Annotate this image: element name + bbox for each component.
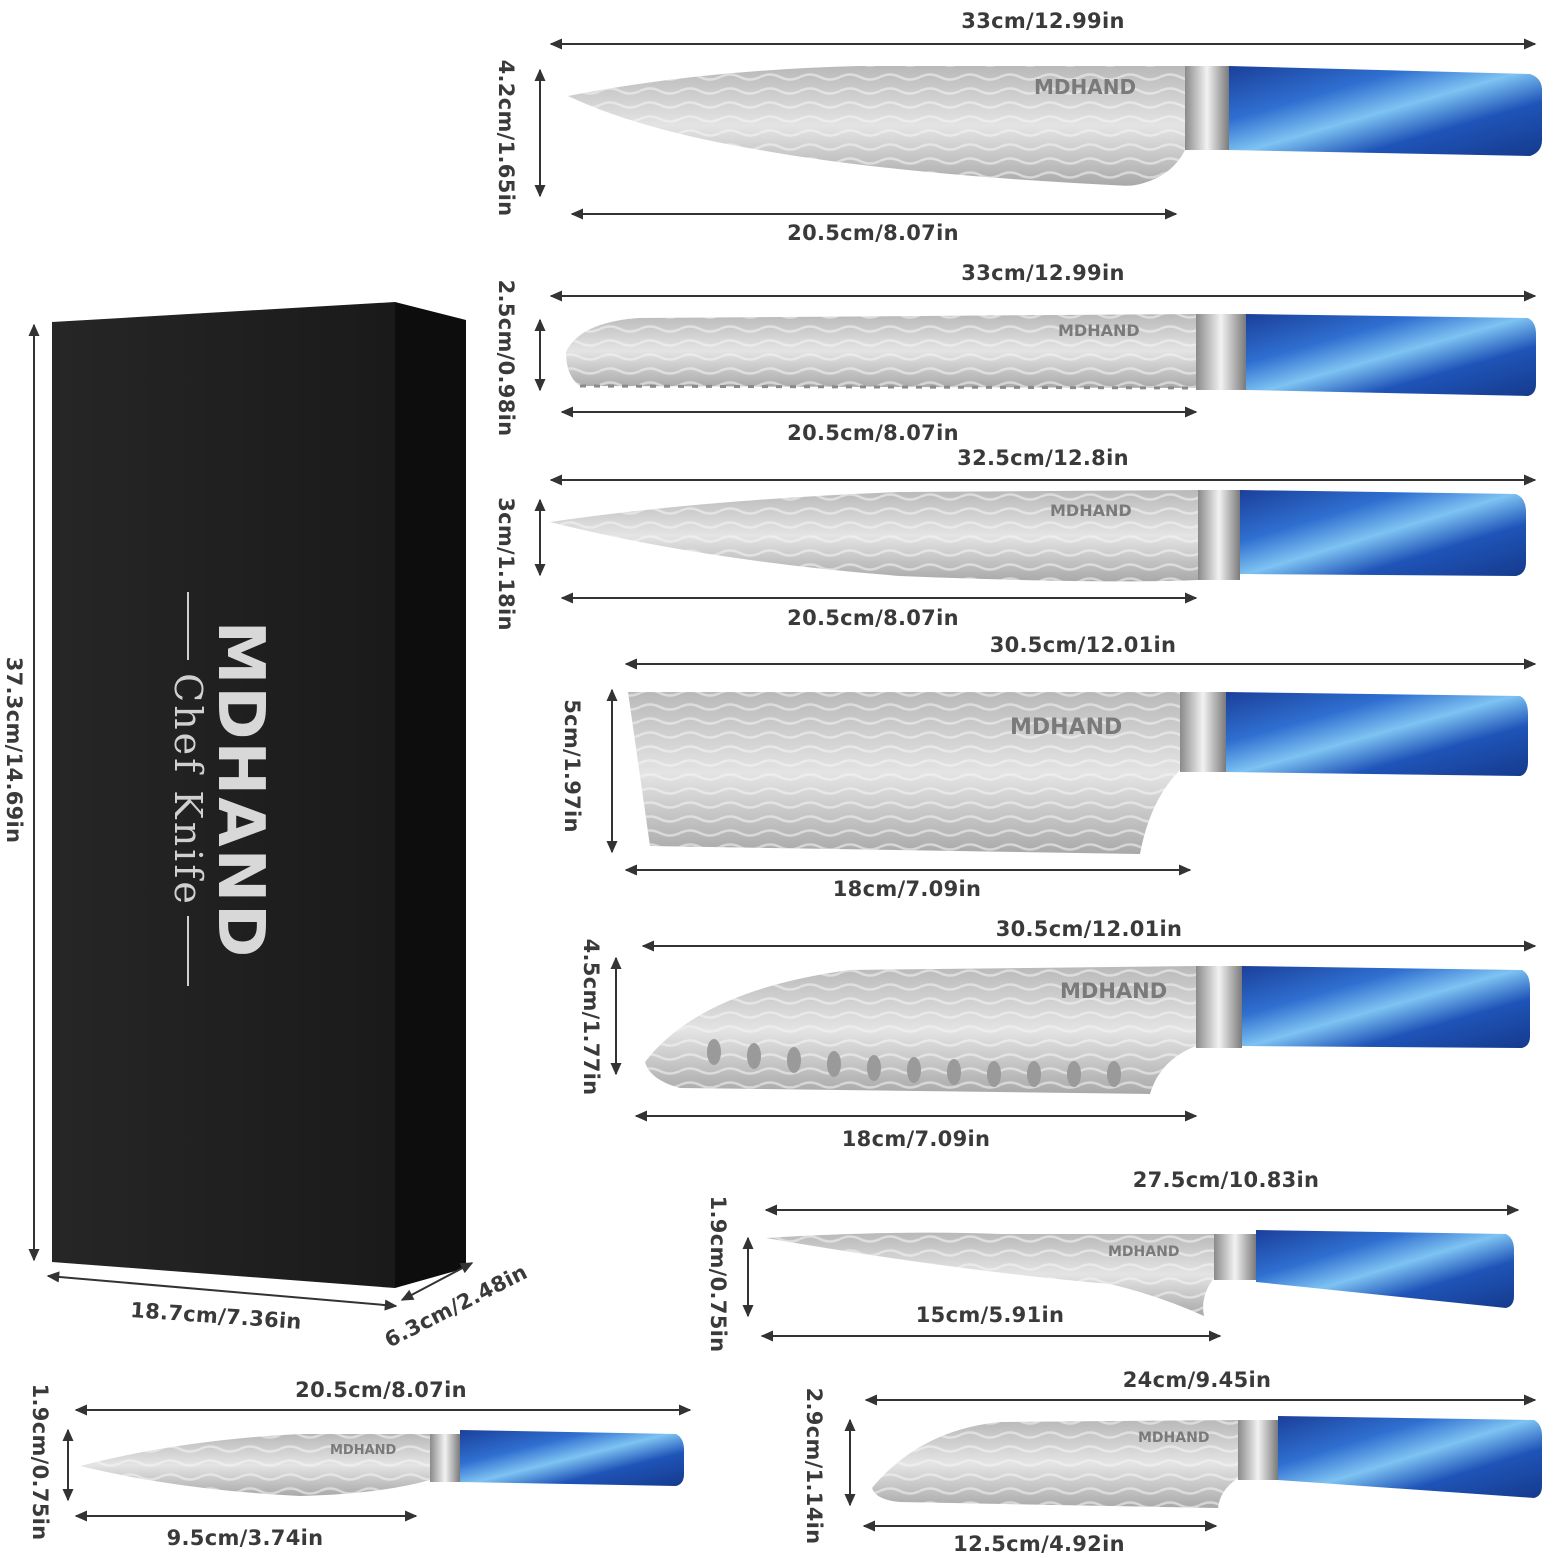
knife-nakiri	[628, 692, 1528, 854]
box-subtitle: Chef Knife	[166, 673, 210, 907]
gift-box	[52, 302, 466, 1288]
knife-1-total-label: 33cm/12.99in	[961, 9, 1125, 33]
knife-boning	[766, 1230, 1514, 1316]
knife-3-blade-label: 20.5cm/8.07in	[787, 606, 959, 630]
knife-2-height-label: 2.5cm/0.98in	[494, 279, 518, 437]
knife-5-total-label: 30.5cm/12.01in	[995, 917, 1183, 941]
blade-logo: MDHAND	[1010, 715, 1122, 740]
knife-paring	[80, 1430, 684, 1496]
blade-logo: MDHAND	[1060, 979, 1167, 1003]
blade-logo: MDHAND	[1050, 501, 1132, 520]
knife-1-height-label: 4.2cm/1.65in	[494, 59, 518, 217]
knife-4-height-label: 5cm/1.97in	[560, 699, 584, 833]
knife-chef	[568, 66, 1542, 186]
knife-4-blade-label: 18cm/7.09in	[832, 877, 982, 901]
knife-santoku	[645, 966, 1530, 1094]
blade-logo: MDHAND	[1058, 321, 1140, 340]
knife-3-height-label: 3cm/1.18in	[494, 497, 518, 631]
knife-1-blade-label: 20.5cm/8.07in	[787, 221, 959, 245]
knife-small-santoku	[872, 1416, 1542, 1508]
box-height-label: 37.3cm/14.69in	[2, 656, 26, 844]
dim-line	[400, 1262, 474, 1301]
knife-8-height-label: 2.9cm/1.14in	[802, 1387, 826, 1545]
blade-logo: MDHAND	[330, 1443, 397, 1458]
knife-7-total-label: 20.5cm/8.07in	[295, 1378, 467, 1402]
knife-2-total-label: 33cm/12.99in	[961, 261, 1125, 285]
knife-3-total-label: 32.5cm/12.8in	[957, 446, 1129, 470]
knife-slicer	[550, 490, 1526, 582]
knife-6-blade-label: 15cm/5.91in	[915, 1303, 1065, 1327]
dim-line	[46, 1271, 398, 1311]
box-brand-logo: MDHAND	[203, 620, 277, 960]
blade-logo: MDHAND	[1138, 1430, 1209, 1446]
blade-logo: MDHAND	[1108, 1244, 1179, 1260]
knife-7-height-label: 1.9cm/0.75in	[28, 1383, 52, 1541]
knife-5-height-label: 4.5cm/1.77in	[579, 938, 603, 1096]
knife-7-blade-label: 9.5cm/3.74in	[166, 1526, 324, 1550]
knife-2-blade-label: 20.5cm/8.07in	[787, 421, 959, 445]
knife-8-total-label: 24cm/9.45in	[1122, 1368, 1272, 1392]
knife-6-total-label: 27.5cm/10.83in	[1132, 1168, 1320, 1192]
knife-5-blade-label: 18cm/7.09in	[841, 1127, 991, 1151]
blade-logo: MDHAND	[1034, 75, 1136, 99]
knife-4-total-label: 30.5cm/12.01in	[989, 633, 1177, 657]
knife-6-height-label: 1.9cm/0.75in	[706, 1195, 730, 1353]
knife-bread	[566, 314, 1536, 396]
knife-8-blade-label: 12.5cm/4.92in	[953, 1532, 1125, 1556]
